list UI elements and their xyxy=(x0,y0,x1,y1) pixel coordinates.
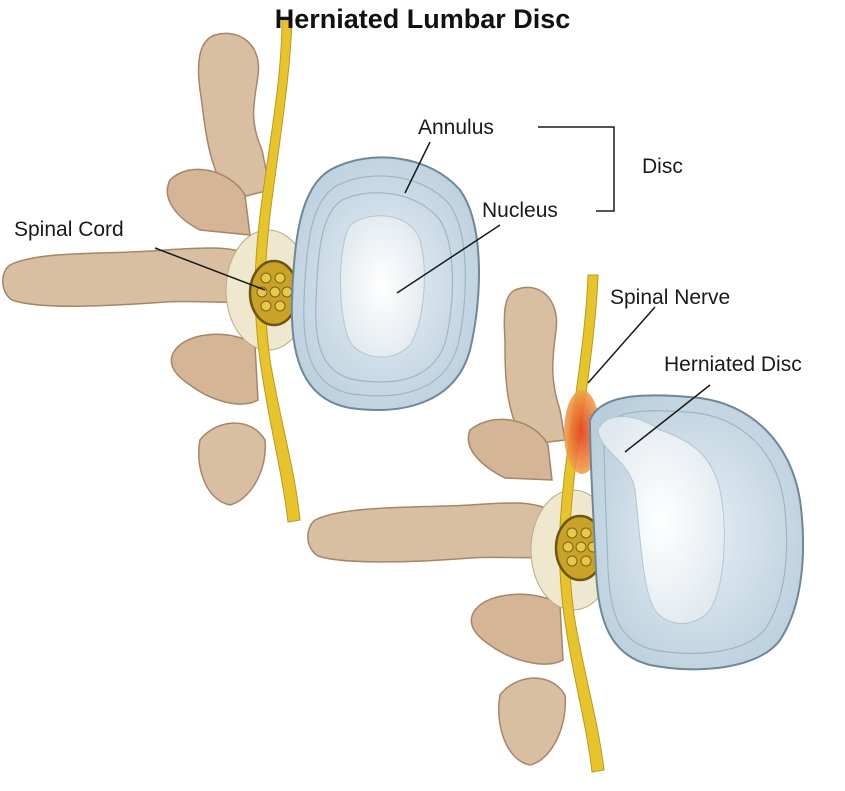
annulus-label: Annulus xyxy=(418,116,494,140)
disc-label: Disc xyxy=(642,155,683,179)
spinal-cord-label: Spinal Cord xyxy=(14,218,124,242)
spinal-nerve-leader xyxy=(588,307,655,383)
lower-facet-lower xyxy=(471,594,563,664)
page-title: Herniated Lumbar Disc xyxy=(0,4,845,35)
upper-inferior-process xyxy=(199,423,266,505)
herniated-disc-label: Herniated Disc xyxy=(664,353,802,377)
spinal-nerve-label: Spinal Nerve xyxy=(610,286,730,310)
normal-vertebra xyxy=(3,20,479,522)
lower-inferior-process xyxy=(499,678,566,765)
lower-transverse-process xyxy=(308,503,558,562)
upper-nucleus xyxy=(340,216,424,357)
upper-facet-lower xyxy=(171,334,258,404)
upper-transverse-process xyxy=(3,248,260,306)
nucleus-label: Nucleus xyxy=(482,199,558,223)
